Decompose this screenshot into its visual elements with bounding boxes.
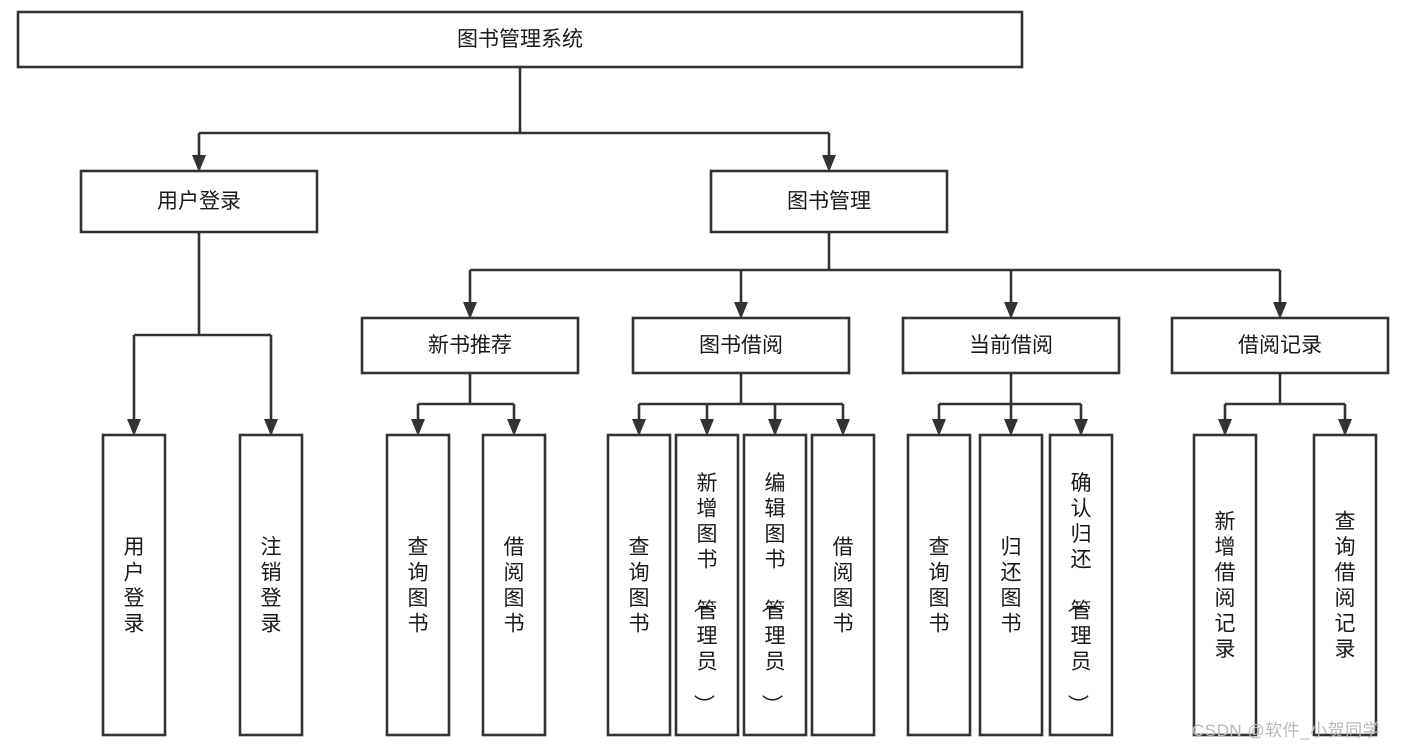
node-layer: 图书管理系统用户登录图书管理新书推荐图书借阅当前借阅借阅记录用户登录注销登录查询… [16,10,1390,737]
node-box[interactable] [1170,316,1390,375]
node-box[interactable] [742,433,808,737]
node-box[interactable] [1048,433,1114,737]
node-label: 新书推荐 [428,334,512,357]
node-leaf-new-1[interactable]: 查询图书 [385,433,451,737]
arrow-head-icon [411,419,425,436]
node-leaf-cur-3[interactable]: 确认归还（管理员） [1048,433,1114,737]
node-label: 归还图书 [1001,536,1022,636]
node-label: 查询借阅记录 [1335,510,1356,661]
arrow-head-icon [836,419,850,436]
arrow-head-icon [463,302,477,319]
node-label: 借阅图书 [833,536,854,636]
node-leaf-rec-2[interactable]: 查询借阅记录 [1312,433,1378,737]
node-label: 借阅图书 [504,536,525,636]
node-box[interactable] [481,433,547,737]
arrow-head-icon [734,302,748,319]
node-leaf-login-2[interactable]: 注销登录 [238,433,304,737]
node-label: 编辑图书（管理员） [760,472,786,715]
node-box[interactable] [101,433,167,737]
node-box[interactable] [674,433,740,737]
arrow-head-icon [192,155,206,172]
node-leaf-login-1[interactable]: 用户登录 [101,433,167,737]
node-leaf-rec-1[interactable]: 新增借阅记录 [1192,433,1258,737]
node-box[interactable] [1312,433,1378,737]
node-label: 查询图书 [408,536,429,636]
node-leaf-borrow-1[interactable]: 查询图书 [606,433,672,737]
node-box[interactable] [360,316,580,375]
arrow-head-icon [1338,419,1352,436]
node-bookmgmt[interactable]: 图书管理 [709,169,949,234]
node-label: 图书管理 [787,190,871,213]
node-leaf-cur-2[interactable]: 归还图书 [978,433,1044,737]
node-box[interactable] [906,433,972,737]
node-label: 用户登录 [124,536,145,636]
node-label: 图书管理系统 [457,28,583,51]
node-box[interactable] [238,433,304,737]
node-label: 查询图书 [929,536,950,636]
node-label: 当前借阅 [969,334,1053,357]
arrow-head-icon [127,419,141,436]
node-label: 注销登录 [261,536,282,636]
node-leaf-borrow-2[interactable]: 新增图书（管理员） [674,433,740,737]
node-box[interactable] [709,169,949,234]
watermark-label: CSDN @软件_小贺同学 [1192,721,1381,740]
node-box[interactable] [810,433,876,737]
node-label: 借阅记录 [1238,334,1322,357]
node-current[interactable]: 当前借阅 [901,316,1121,375]
arrow-head-icon [700,419,714,436]
arrow-head-icon [264,419,278,436]
node-label: 查询图书 [629,536,650,636]
arrow-head-icon [768,419,782,436]
arrow-head-icon [1074,419,1088,436]
arrow-head-icon [1004,419,1018,436]
node-login[interactable]: 用户登录 [79,169,319,234]
node-box[interactable] [385,433,451,737]
node-leaf-borrow-3[interactable]: 编辑图书（管理员） [742,433,808,737]
node-box[interactable] [79,169,319,234]
arrow-head-icon [932,419,946,436]
node-box[interactable] [1192,433,1258,737]
node-label: 用户登录 [157,190,241,213]
node-leaf-borrow-4[interactable]: 借阅图书 [810,433,876,737]
node-box[interactable] [606,433,672,737]
node-records[interactable]: 借阅记录 [1170,316,1390,375]
node-box[interactable] [631,316,851,375]
arrow-head-icon [507,419,521,436]
node-label: 确认归还（管理员） [1066,472,1092,715]
arrow-head-icon [1004,302,1018,319]
node-label: 新增借阅记录 [1215,510,1236,661]
node-box[interactable] [16,10,1024,69]
arrow-head-icon [1218,419,1232,436]
node-borrow[interactable]: 图书借阅 [631,316,851,375]
node-box[interactable] [978,433,1044,737]
node-newbook[interactable]: 新书推荐 [360,316,580,375]
node-leaf-cur-1[interactable]: 查询图书 [906,433,972,737]
node-root[interactable]: 图书管理系统 [16,10,1024,69]
node-leaf-new-2[interactable]: 借阅图书 [481,433,547,737]
connector-layer [127,67,1352,436]
node-label: 图书借阅 [699,334,783,357]
node-label: 新增图书（管理员） [692,472,718,715]
arrow-head-icon [632,419,646,436]
arrow-head-icon [1273,302,1287,319]
arrow-head-icon [822,155,836,172]
node-box[interactable] [901,316,1121,375]
